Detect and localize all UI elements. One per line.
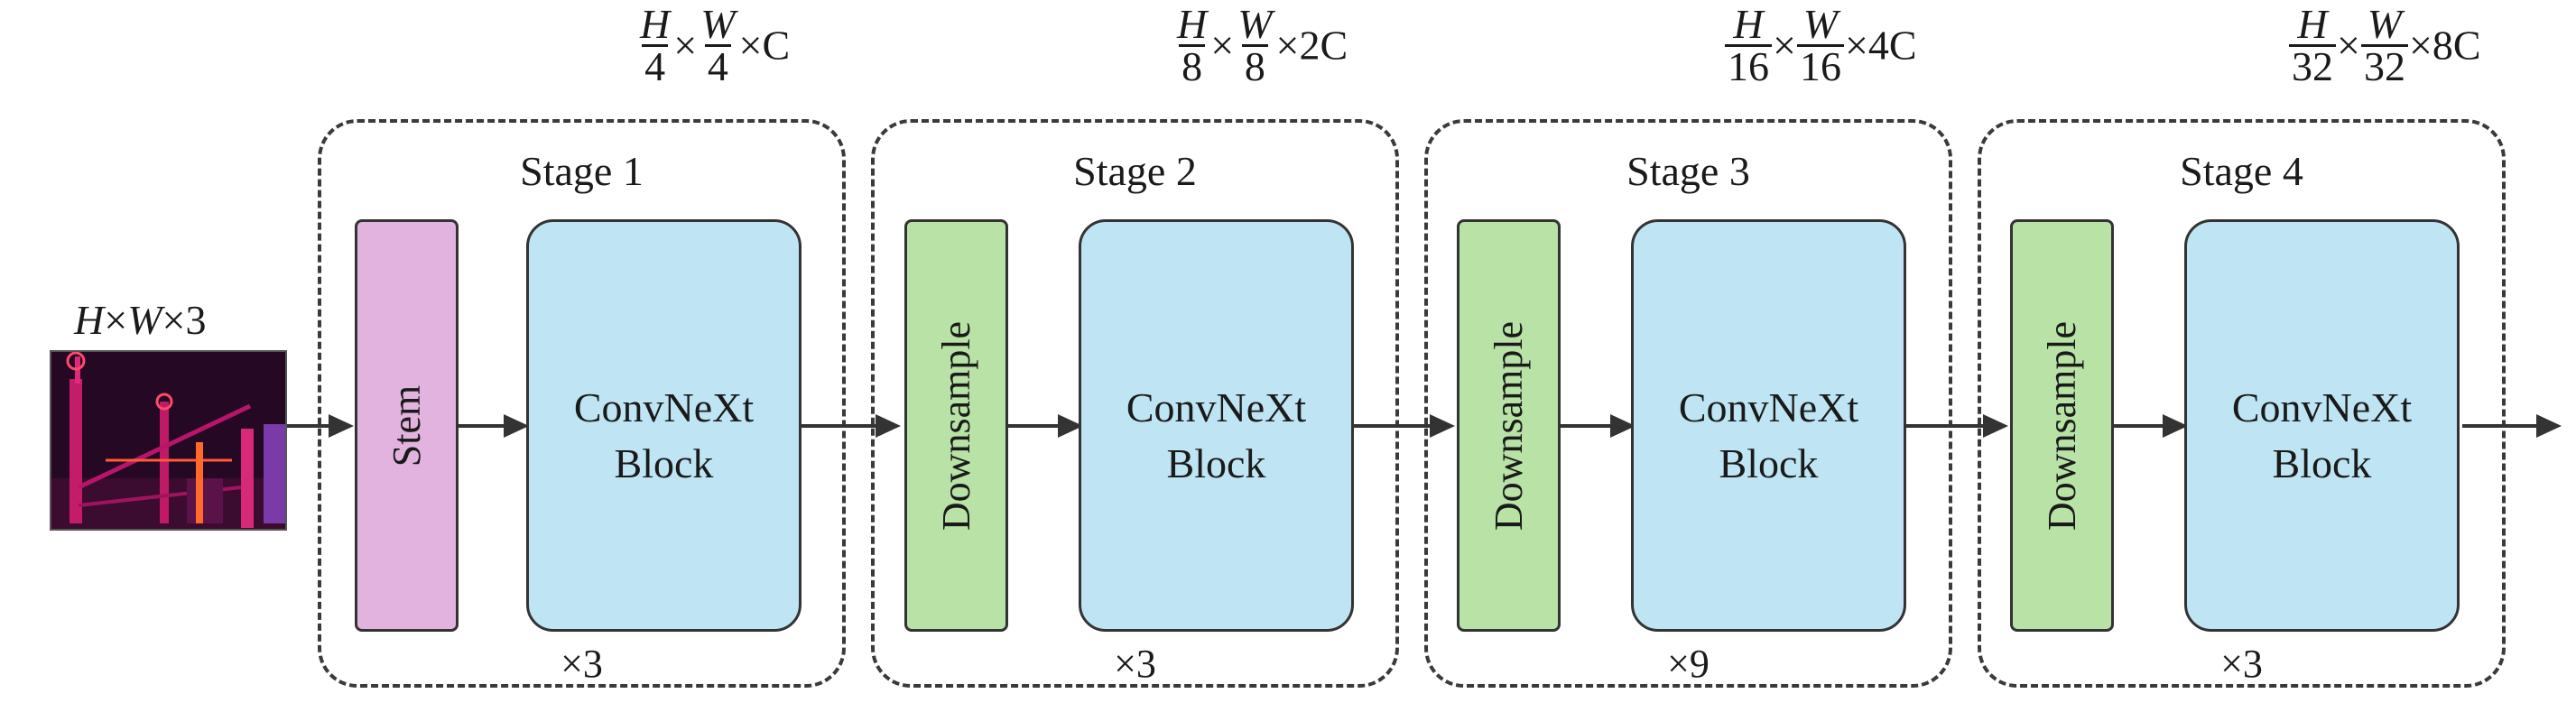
downsample-block-stage-2: Downsample — [904, 219, 1008, 632]
arrow-head — [2536, 414, 2562, 438]
downsample-label: Downsample — [933, 320, 978, 531]
arrow-stem-to-block-1 — [459, 424, 513, 428]
arrow-head — [504, 414, 529, 438]
input-thermal-image — [50, 350, 287, 531]
arrow-head — [1983, 414, 2008, 438]
arrow-downsample-to-block-4 — [2114, 424, 2173, 428]
arrow-downsample-to-block-2 — [1008, 424, 1068, 428]
downsample-block-stage-4: Downsample — [2010, 219, 2114, 632]
stage-1-title: Stage 1 — [520, 148, 644, 194]
stage-1-repeat-count: ×3 — [561, 642, 603, 686]
arrow-downsample-to-block-3 — [1561, 424, 1620, 428]
stem-block: Stem — [355, 219, 459, 632]
arrow-input-to-stem — [287, 424, 332, 428]
downsample-block-stage-3: Downsample — [1457, 219, 1561, 632]
stage-4-repeat-count: ×3 — [2220, 642, 2263, 686]
arrow-head — [1430, 414, 1455, 438]
arrow-stage-1-to-stage-2 — [802, 424, 876, 428]
arrow-head — [876, 414, 901, 438]
stage-3-repeat-count: ×9 — [1667, 642, 1710, 686]
arrow-head — [2163, 414, 2188, 438]
stage-3-container — [1424, 119, 1952, 688]
downsample-label: Downsample — [1486, 320, 1531, 531]
arrow-stage-2-to-stage-3 — [1352, 424, 1430, 428]
stage-2-title: Stage 2 — [1073, 148, 1197, 194]
arrow-head — [329, 414, 354, 438]
stage-4-title: Stage 4 — [2180, 148, 2303, 194]
stage-2-repeat-count: ×3 — [1114, 642, 1156, 686]
stage-1-container — [318, 119, 846, 688]
downsample-label: Downsample — [2039, 320, 2084, 531]
input-shape-label: H×W×3 — [74, 297, 207, 343]
stage-3-title: Stage 3 — [1626, 148, 1750, 194]
stem-label: Stem — [384, 384, 429, 467]
stage-2-container — [871, 119, 1399, 688]
arrow-stage-3-to-stage-4 — [1905, 424, 1983, 428]
stage-4-container — [1978, 119, 2506, 688]
arrow-output — [2462, 424, 2538, 428]
